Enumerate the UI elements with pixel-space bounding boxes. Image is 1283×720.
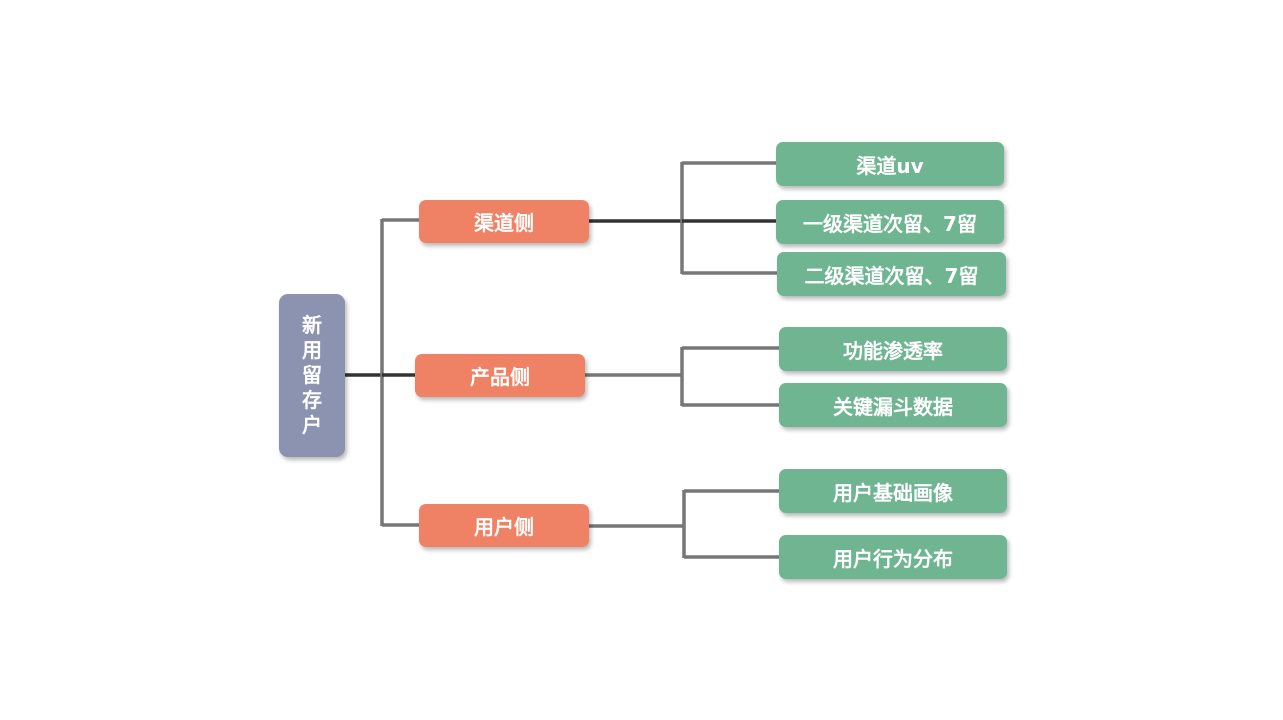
leaf-node-key-funnel-data: 关键漏斗数据 bbox=[779, 383, 1007, 427]
root-node: 新用留存户 bbox=[279, 294, 345, 457]
leaf-node-secondary-channel-retention: 二级渠道次留、7留 bbox=[777, 252, 1006, 296]
branch-node-channel: 渠道侧 bbox=[419, 200, 589, 243]
leaf-node-user-profile: 用户基础画像 bbox=[779, 469, 1007, 513]
leaf-node-primary-channel-retention: 一级渠道次留、7留 bbox=[776, 200, 1004, 244]
branch-node-user: 用户侧 bbox=[419, 504, 589, 547]
leaf-node-user-behavior: 用户行为分布 bbox=[779, 535, 1007, 579]
leaf-node-channel-uv: 渠道uv bbox=[776, 142, 1004, 186]
branch-node-product: 产品侧 bbox=[415, 354, 585, 397]
leaf-node-feature-penetration: 功能渗透率 bbox=[779, 327, 1007, 371]
